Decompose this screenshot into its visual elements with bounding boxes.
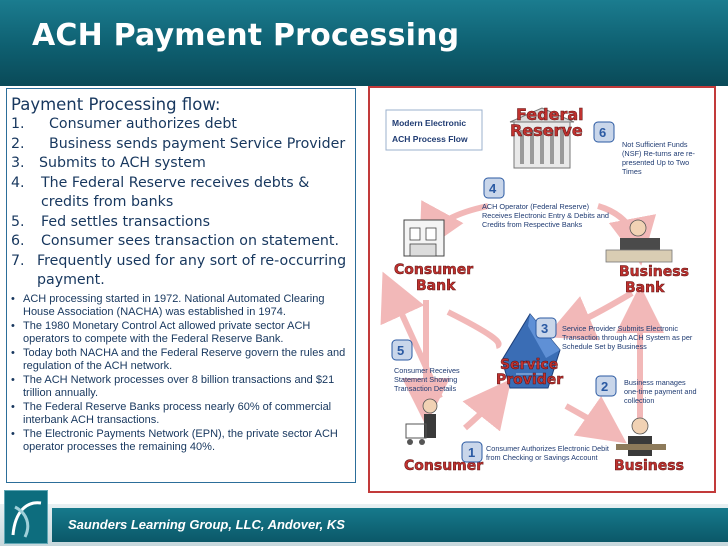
badge-5-icon: 5 [391, 339, 413, 361]
badge-4-icon: 4 [483, 177, 505, 199]
svg-text:1: 1 [468, 445, 475, 460]
service-label-line1: Service [500, 357, 558, 373]
step-text: Business sends payment Service Provider [49, 135, 346, 152]
caption-line1: Modern Electronic [392, 118, 466, 128]
consumer-bank-label-line2: Bank [416, 278, 456, 294]
slide-title: ACH Payment Processing [32, 18, 460, 53]
federal-label-line1: Federal [516, 105, 584, 124]
note-statement: Consumer Receives Statement Showing Tran… [394, 366, 460, 393]
fact-bullet: Today both NACHA and the Federal Reserve… [11, 347, 349, 373]
text-panel: Payment Processing flow: 1. Consumer aut… [6, 88, 356, 483]
caption-line2: ACH Process Flow [392, 134, 468, 144]
flow-heading: Payment Processing flow: [11, 95, 221, 114]
step-number: 1. [11, 116, 25, 132]
fact-bullet: The Electronic Payments Network (EPN), t… [11, 428, 349, 454]
note-business-manages: Business manages one-time payment and co… [624, 378, 697, 405]
badge-1-icon: 1 [461, 441, 483, 463]
step-item: 2. Business sends payment Service Provid… [11, 135, 349, 155]
caption-box [385, 109, 483, 151]
consumer-bank-icon [403, 219, 445, 257]
svg-text:6: 6 [599, 125, 606, 140]
step-number: 3. [11, 155, 25, 171]
step-text: Consumer sees transaction on statement. [41, 233, 339, 249]
step-item: 1. Consumer authorizes debt [11, 115, 349, 135]
svg-text:3: 3 [541, 321, 548, 336]
step-text: The Federal Reserve receives debts & cre… [41, 174, 310, 211]
service-label-line2: Provider [496, 372, 563, 388]
step-item: 7. Frequently used for any sort of re-oc… [11, 252, 349, 291]
ach-flow-diagram: Modern Electronic ACH Process Flow Feder… [368, 86, 716, 493]
fact-bullet: The Federal Reserve Banks process nearly… [11, 401, 349, 427]
business-bank-icon [605, 219, 673, 263]
swirl-logo-icon [11, 501, 42, 538]
step-number: 4. [11, 174, 25, 191]
step-item: 5. Fed settles transactions [11, 213, 349, 233]
footer-text: Saunders Learning Group, LLC, Andover, K… [68, 517, 345, 532]
note-authorizes: Consumer Authorizes Electronic Debit fro… [486, 444, 609, 462]
step-number: 6. [11, 233, 25, 249]
consumer-bank-label-line1: Consumer [394, 262, 473, 278]
svg-text:5: 5 [397, 343, 404, 358]
fact-bullet: The 1980 Monetary Control Act allowed pr… [11, 320, 349, 346]
business-label: Business [614, 458, 684, 474]
business-bank-label-line2: Bank [625, 280, 665, 296]
badge-2-icon: 2 [595, 375, 617, 397]
arrow-consumer-to-service [462, 378, 512, 432]
diagram-graphics: Modern Electronic ACH Process Flow Feder… [380, 105, 689, 474]
badge-3-icon: 3 [535, 317, 557, 339]
fact-bullets: ACH processing started in 1972. National… [11, 293, 349, 454]
fact-bullet: ACH processing started in 1972. National… [11, 293, 349, 319]
federal-reserve-icon [509, 107, 575, 169]
note-service-provider: Service Provider Submits Electronic Tran… [562, 324, 693, 351]
note-ach-operator: ACH Operator (Federal Reserve) Receives … [482, 202, 609, 229]
step-number: 7. [11, 252, 25, 269]
title-bar: ACH Payment Processing [0, 0, 728, 86]
step-item: 6. Consumer sees transaction on statemen… [11, 232, 349, 252]
badge-6-icon: 6 [593, 121, 615, 143]
consumer-icon [405, 398, 438, 445]
arrow-service-consumer-bank [446, 309, 502, 349]
step-item: 3. Submits to ACH system [11, 154, 349, 174]
step-number: 5. [11, 213, 25, 230]
step-item: 4. The Federal Reserve receives debts & … [11, 174, 349, 213]
svg-text:2: 2 [601, 379, 608, 394]
note-nsf: Not Sufficient Funds (NSF) Re-turns are … [622, 140, 695, 176]
arrow-service-to-business [564, 396, 627, 444]
consumer-label: Consumer [404, 458, 483, 474]
footer-bar: Saunders Learning Group, LLC, Andover, K… [52, 508, 728, 542]
step-text: Consumer authorizes debt [49, 116, 237, 132]
step-text: Fed settles transactions [41, 213, 210, 230]
arrow-loop-left [380, 271, 443, 400]
svg-text:4: 4 [489, 181, 497, 196]
fact-bullet: The ACH Network processes over 8 billion… [11, 374, 349, 400]
step-text: Submits to ACH system [39, 155, 206, 171]
federal-label-line2: Reserve [510, 121, 583, 140]
business-bank-label-line1: Business [619, 264, 689, 280]
step-number: 2. [11, 135, 25, 152]
company-logo [4, 490, 48, 544]
step-text: Frequently used for any sort of re-occur… [37, 252, 347, 289]
business-icon [616, 417, 666, 456]
